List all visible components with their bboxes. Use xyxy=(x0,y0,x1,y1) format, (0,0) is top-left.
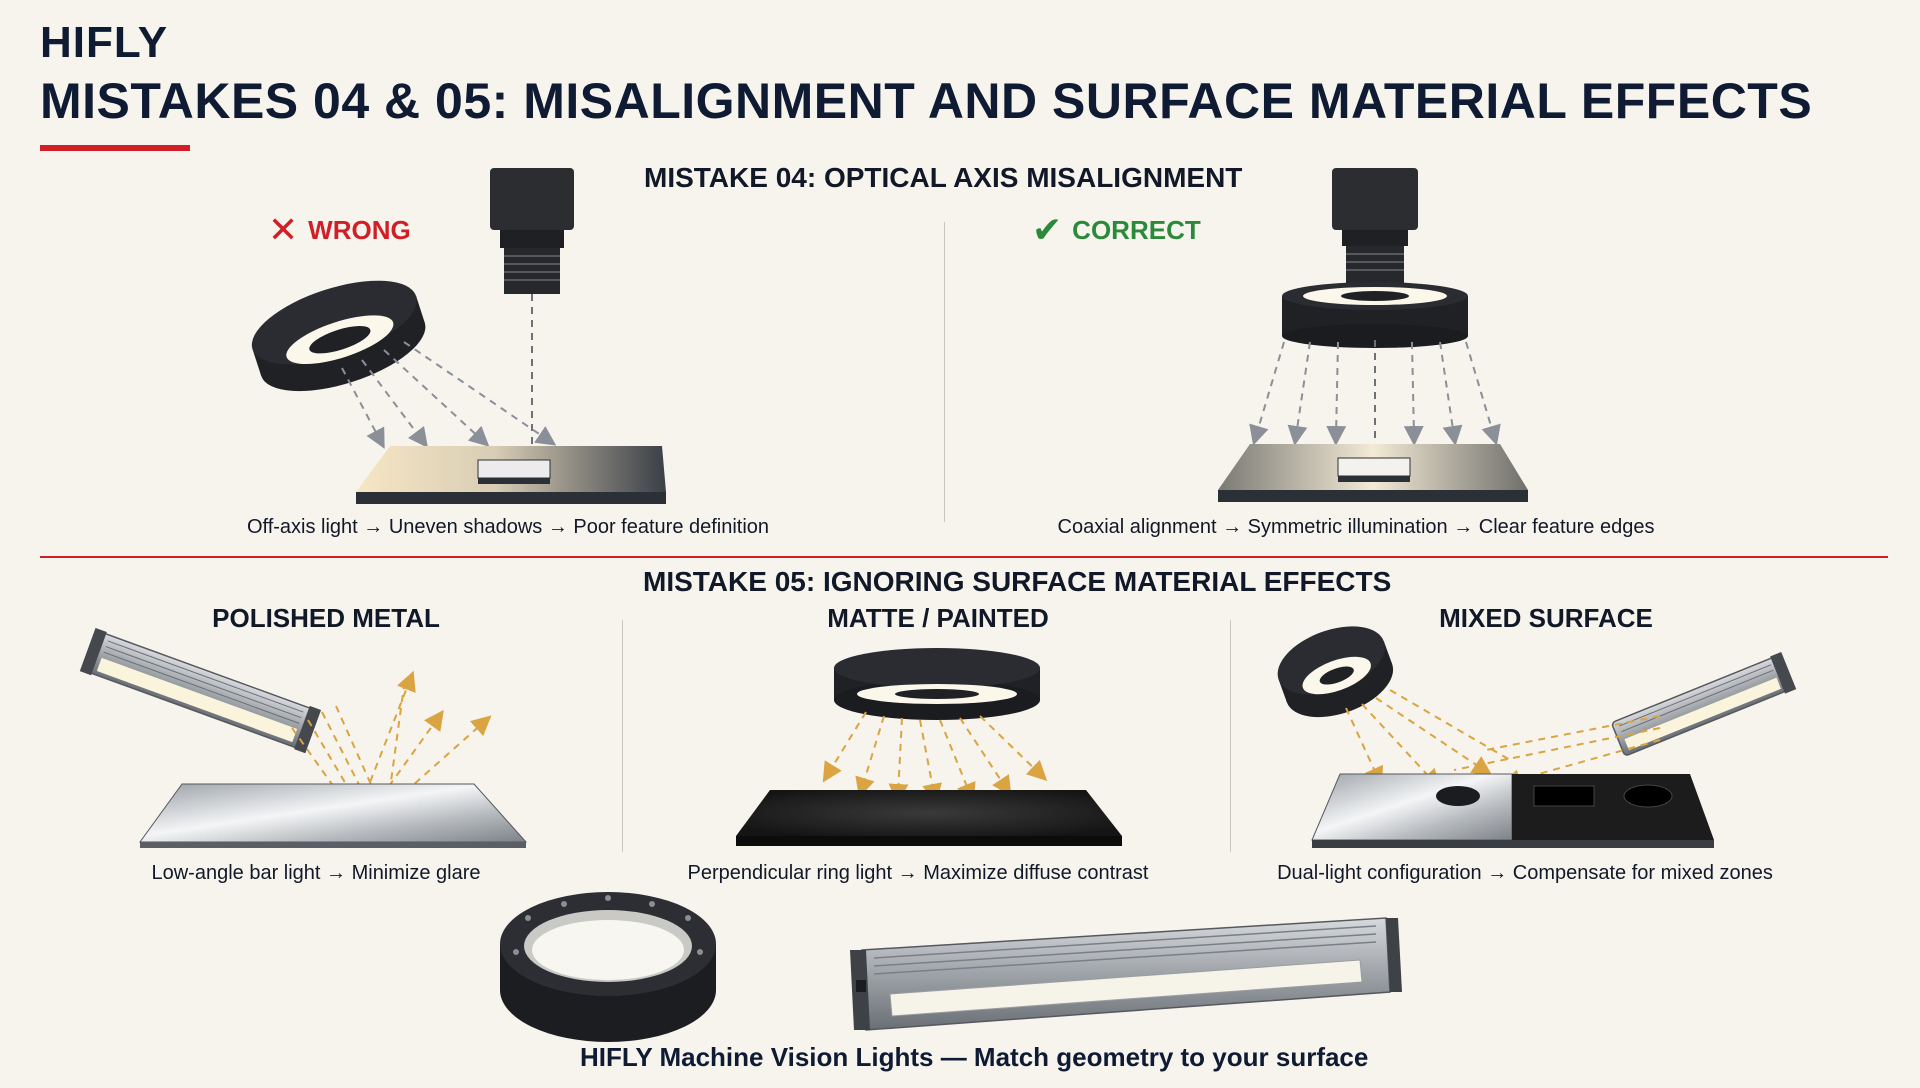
brand-logo-text: HIFLY xyxy=(40,18,169,67)
panel-title-matte-painted: MATTE / PAINTED xyxy=(827,603,1049,633)
camera-icon xyxy=(1332,168,1418,288)
wrong-label: WRONG xyxy=(308,214,411,245)
wrong-setup-illustration xyxy=(251,168,666,504)
caption-polished-metal: Low-angle bar light → Minimize glare xyxy=(151,862,481,884)
product-ring-light-icon xyxy=(500,892,716,1042)
ring-light-icon xyxy=(834,648,1040,720)
correct-caption: Coaxial alignment → Symmetric illuminati… xyxy=(1057,516,1655,538)
page-title: MISTAKES 04 & 05: MISALIGNMENT AND SURFA… xyxy=(40,73,1813,129)
check-mark-icon: ✔ xyxy=(1032,209,1063,250)
title-underline xyxy=(40,145,190,151)
correct-verdict: ✔ CORRECT xyxy=(1032,212,1201,248)
ring-light-icon xyxy=(251,280,426,392)
wrong-caption: Off-axis light → Uneven shadows → Poor f… xyxy=(246,516,770,538)
correct-label: CORRECT xyxy=(1072,214,1201,245)
polished-metal-illustration xyxy=(79,627,528,848)
x-mark-icon: ✕ xyxy=(268,209,299,250)
mistake-05-title: MISTAKE 05: IGNORING SURFACE MATERIAL EF… xyxy=(643,566,1392,597)
camera-icon xyxy=(490,168,574,294)
footer-tagline: HIFLY Machine Vision Lights — Match geom… xyxy=(580,1042,1369,1072)
matte-painted-illustration xyxy=(736,648,1122,846)
vertical-divider-04 xyxy=(944,222,945,522)
bar-light-icon xyxy=(79,627,322,754)
ring-light-icon xyxy=(1277,626,1394,718)
mixed-surface-illustration xyxy=(1277,626,1797,848)
ring-light-icon xyxy=(1282,282,1468,348)
product-bar-light-icon xyxy=(850,917,1402,1031)
correct-setup-illustration xyxy=(1218,168,1528,502)
caption-mixed-surface: Dual-light configuration → Compensate fo… xyxy=(1277,862,1773,884)
caption-matte-painted: Perpendicular ring light → Maximize diff… xyxy=(687,862,1149,884)
panel-title-mixed-surface: MIXED SURFACE xyxy=(1439,603,1653,633)
vertical-divider-05b xyxy=(1230,620,1231,852)
vertical-divider-05a xyxy=(622,620,623,852)
wrong-verdict: ✕ WRONG xyxy=(268,212,411,248)
section-divider xyxy=(40,556,1888,558)
panel-title-polished-metal: POLISHED METAL xyxy=(212,603,440,633)
bar-light-icon xyxy=(1611,651,1797,756)
mistake-04-title: MISTAKE 04: OPTICAL AXIS MISALIGNMENT xyxy=(644,162,1243,193)
